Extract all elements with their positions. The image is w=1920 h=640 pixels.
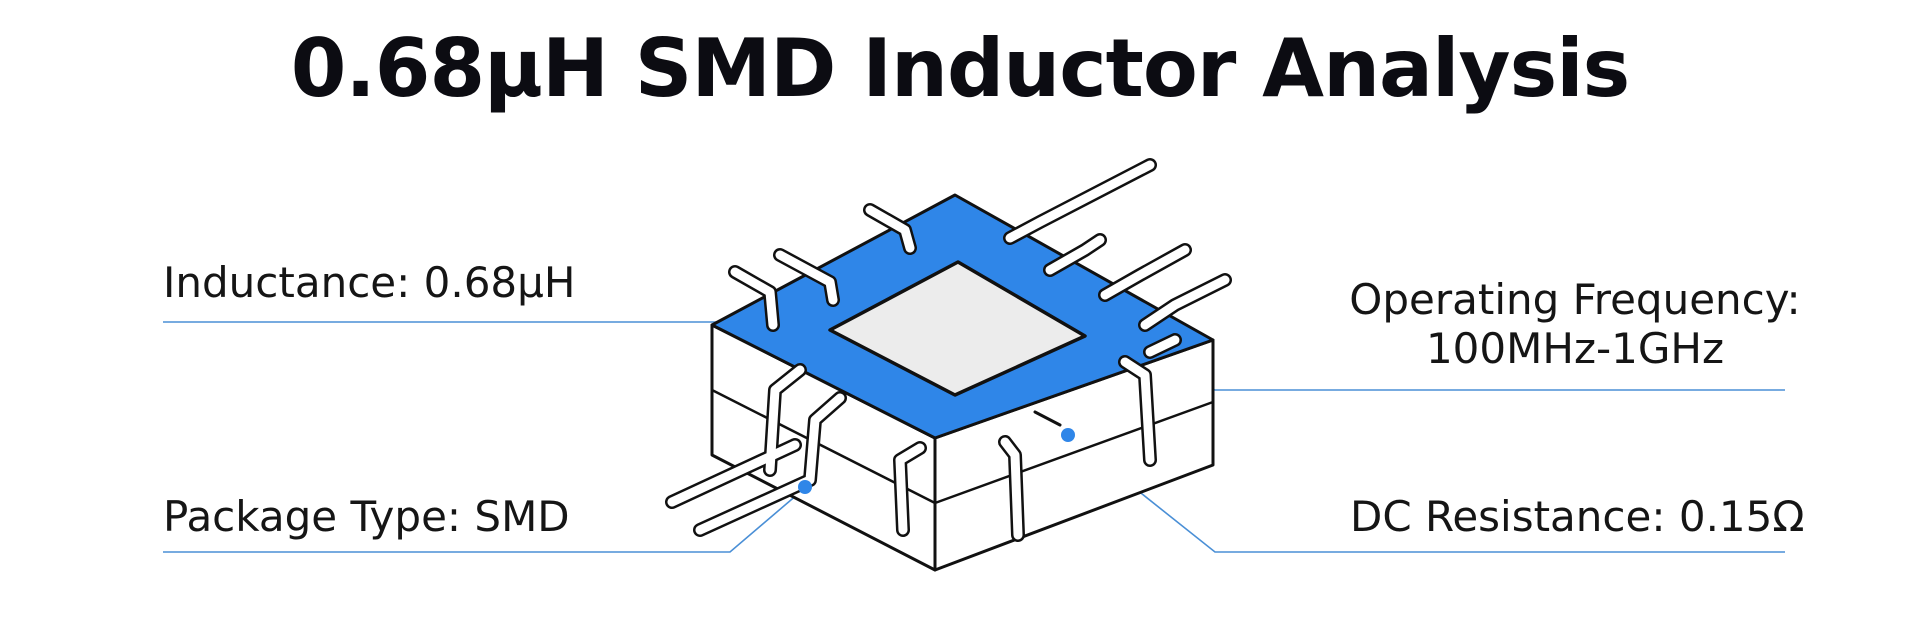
- dc-resistance-label: DC Resistance: 0.15Ω: [1350, 492, 1805, 541]
- leader-line-package-type: [163, 487, 806, 553]
- package-type-label: Package Type: SMD: [163, 492, 570, 541]
- leader-line-inductance: [163, 321, 776, 331]
- terminal-leads: [665, 158, 1232, 542]
- operating-frequency-label: Operating Frequency: 100MHz-1GHz: [1315, 275, 1835, 373]
- page-title: 0.68μH SMD Inductor Analysis: [290, 22, 1630, 115]
- operating-frequency-label-line2: 100MHz-1GHz: [1425, 324, 1725, 373]
- connection-dot-package-type: [798, 480, 812, 494]
- connection-dot-dc-resistance: [1061, 428, 1075, 442]
- operating-frequency-label-line1: Operating Frequency:: [1349, 275, 1801, 324]
- center-pad: [828, 260, 1087, 397]
- body-layer-line-right: [934, 400, 1214, 505]
- inductance-label: Inductance: 0.68μH: [163, 258, 576, 307]
- smd-inductor-body: [710, 193, 1215, 572]
